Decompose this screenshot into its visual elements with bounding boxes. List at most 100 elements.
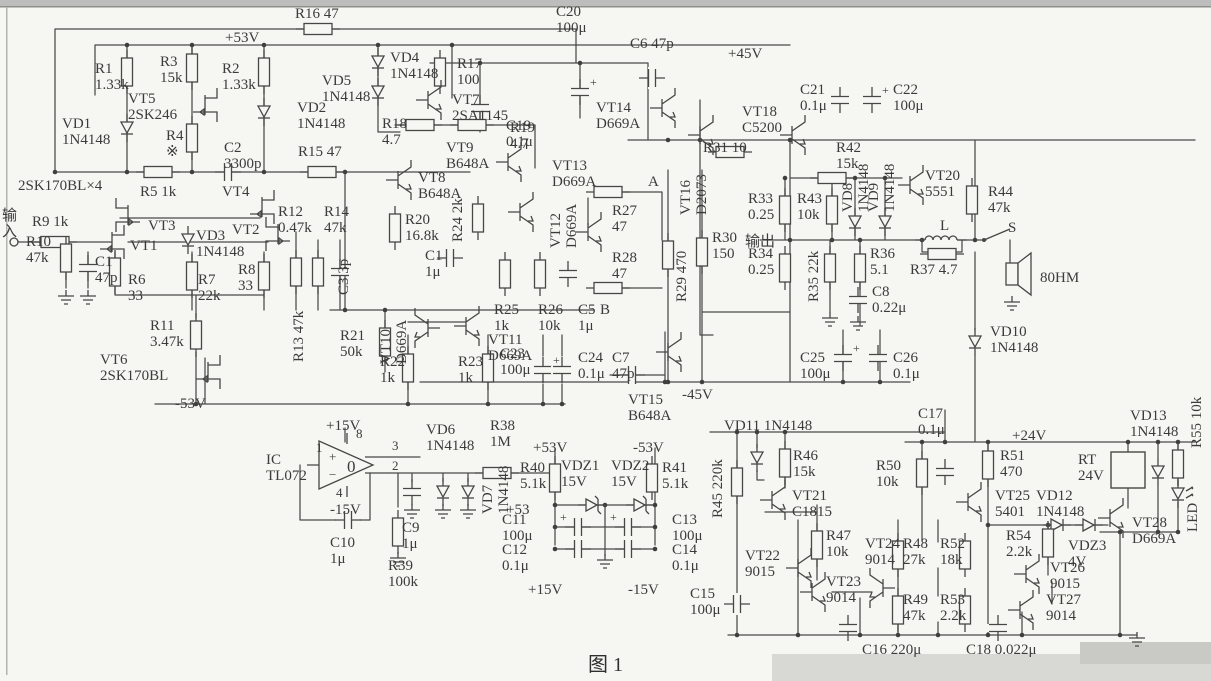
ic-pin2-label: 2 [392,458,399,473]
r45-glyph [730,467,744,497]
vdz2-glyph [642,495,650,515]
r2-glyph [257,57,271,87]
r31-glyph [715,145,745,159]
ic-p15v-label: +15V [326,418,360,434]
ps-p15v-label: +15V [528,582,562,598]
r51-glyph [981,450,995,480]
vd12-glyph [1050,517,1064,533]
c6-glyph [639,69,665,87]
led-label-glyph [1170,487,1186,501]
node-b-label: B [600,302,610,318]
gnd-c1-glyph [80,290,96,305]
gnd-bottom-glyph [1129,632,1145,647]
gnd-vd6-glyph [435,504,451,519]
rail-p24v-label: +24V [1012,428,1046,444]
vt4-label: VT4 [222,184,250,200]
r50-glyph [915,458,929,488]
vt12-label: VT12D669A [548,204,580,248]
vt13-glyph [576,212,602,252]
vt1-glyph [100,225,125,259]
output-label-label: 输出 [745,233,775,250]
r31-label: R31 10 [703,140,747,156]
r4-glyph [185,123,199,153]
r40-glyph [548,463,562,493]
vt23-glyph [800,572,826,612]
r21-glyph [378,327,392,357]
speaker-label-glyph [1017,251,1032,297]
speaker-label-glyph [1005,262,1019,286]
svg-text:+: + [560,510,567,524]
vdz1-glyph [585,497,599,513]
r13-label: R13 47k [291,310,307,362]
vt18-glyph [780,115,806,155]
c24-glyph [553,357,571,383]
r39-glyph [391,517,405,547]
r15-glyph [307,165,337,179]
r52-glyph [958,540,972,570]
vt20-glyph [898,165,924,205]
r53-glyph [958,595,972,625]
vt12-glyph [508,192,534,232]
rail-m45v-label: -45V [682,387,713,403]
r14-glyph [311,257,325,287]
c1-input-glyph [79,255,97,281]
r10-glyph [59,243,73,273]
r4-label: R4※ [166,128,184,160]
vt21-glyph [760,480,786,520]
r5-label: R5 1k [140,184,177,200]
r35-label: R35 22k [806,250,822,302]
ps-m53v-label: -53V [633,440,664,456]
c13-glyph [615,518,641,536]
led-label-label: LED [1185,503,1201,532]
r33-glyph [778,195,792,225]
svg-text:+: + [329,449,336,464]
vt15-glyph [656,332,682,372]
ic-pin1-label: 1 [316,440,323,455]
vt7-glyph [416,80,442,120]
c26-glyph [869,345,887,371]
switch-glyph [983,228,1011,241]
switch-glyph [982,238,986,242]
r3-glyph [185,53,199,83]
vt10-label: VT10D669A [378,320,410,364]
svg-text:+: + [610,510,617,524]
relay-glyph [1110,451,1146,489]
vd11-label: VD11 1N4148 [724,418,812,434]
vd13-glyph [1150,465,1166,479]
r55-glyph [1171,449,1185,479]
r37-glyph [927,247,957,261]
vt8-glyph [386,160,412,200]
c10-glyph [335,511,361,529]
c6-label: C6 47p [630,36,674,52]
r6-glyph [108,257,122,287]
r49-glyph [891,595,905,625]
